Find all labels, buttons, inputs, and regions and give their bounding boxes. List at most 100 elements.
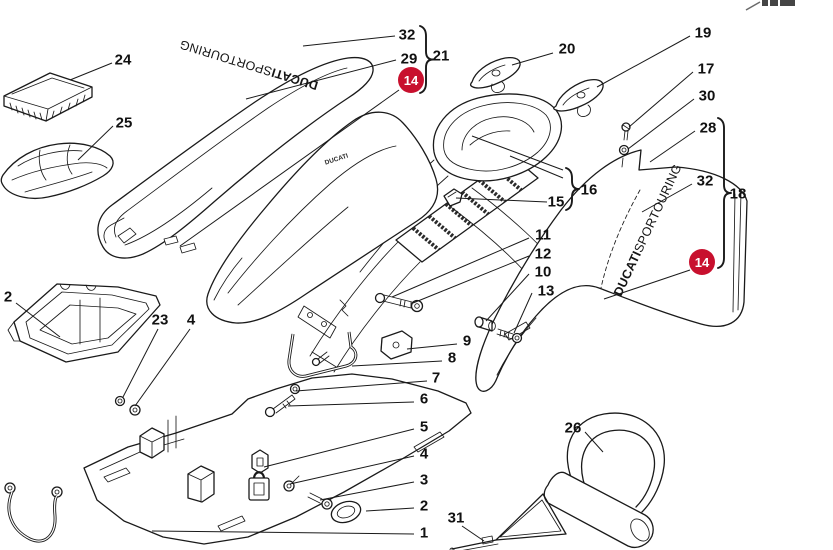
latch-bracket-9-drawing — [380, 330, 413, 360]
badge-number: 14 — [695, 255, 710, 270]
grab-handle-right-drawing — [553, 79, 604, 117]
leader-line — [263, 428, 415, 468]
washer-12-drawing — [410, 299, 424, 313]
callout-label: 24 — [115, 52, 132, 69]
page-corner-artifact — [745, 0, 795, 11]
callout-label: 25 — [116, 115, 133, 132]
leader-line — [351, 360, 443, 367]
washer-4-left-drawing — [129, 404, 141, 416]
part-highlight-badge[interactable]: 14 — [689, 249, 715, 275]
tool-cloth-drawing — [0, 142, 114, 200]
leader-line — [77, 125, 114, 161]
leader-line — [596, 35, 691, 88]
highlight-badges: 14 14 — [398, 67, 715, 275]
leader-line — [287, 401, 415, 407]
padlock-drawing — [248, 471, 270, 501]
callout-label: 29 — [401, 51, 418, 68]
undertray-drawing — [83, 373, 472, 545]
seat-loop-8-drawing — [287, 331, 358, 378]
washer-30-drawing — [618, 144, 630, 168]
leader-line — [302, 35, 396, 47]
leader-line — [15, 302, 61, 338]
leader-line — [391, 237, 530, 298]
leader-line — [179, 89, 400, 247]
leader-line — [406, 343, 458, 350]
callout-label: 11 — [535, 227, 551, 244]
screw-13-drawing — [496, 328, 523, 344]
leader-line — [412, 255, 530, 304]
leader-line — [649, 130, 696, 163]
callout-label: 20 — [559, 41, 576, 58]
storage-tray-drawing — [7, 283, 161, 363]
leader-lines — [15, 35, 696, 542]
callout-label: 16 — [581, 182, 598, 199]
hardware-drawing — [114, 122, 631, 524]
leader-line — [511, 52, 554, 66]
callout-label: 21 — [433, 48, 450, 65]
callout-label: 6 — [420, 391, 428, 408]
latch-keeper-drawing — [251, 449, 269, 474]
callout-label: 1 — [420, 525, 428, 542]
bolt-11-drawing — [374, 292, 413, 309]
group-brace — [419, 25, 434, 94]
badge-circle[interactable] — [398, 67, 424, 93]
callout-label: 23 — [152, 312, 169, 329]
leader-line — [245, 59, 397, 100]
leader-line — [627, 98, 695, 150]
grommet-2-drawing — [330, 500, 362, 524]
leader-line — [69, 62, 113, 81]
cable-drawing — [4, 482, 63, 543]
leader-line — [365, 507, 415, 512]
leader-line — [513, 292, 533, 334]
callout-label: 4 — [187, 312, 196, 329]
cover-logo-decal: DUCATISPORTOURING — [178, 37, 320, 92]
callout-label: 30 — [699, 88, 716, 105]
group-braces — [419, 25, 732, 269]
callout-label: 7 — [432, 370, 440, 387]
leader-line — [584, 431, 604, 453]
group-brace — [565, 167, 580, 211]
leader-line — [455, 197, 548, 203]
group-brace — [717, 117, 732, 269]
callout-label: 26 — [565, 420, 582, 437]
callout-label: 31 — [448, 510, 465, 527]
leader-line — [151, 530, 415, 535]
leader-line — [134, 328, 191, 407]
callout-label: 2 — [4, 289, 12, 306]
callout-label: 9 — [463, 333, 471, 350]
leader-line — [485, 273, 530, 322]
fastener-pin — [163, 235, 197, 254]
leader-line — [641, 183, 693, 213]
seat-drawing: DUCATI — [206, 111, 439, 339]
manual-book-drawing — [3, 72, 93, 122]
rear-cowl-drawing — [432, 93, 563, 182]
part-highlight-badge[interactable]: 14 — [398, 67, 424, 93]
leader-line — [628, 71, 694, 128]
leader-line — [295, 380, 428, 392]
callout-label: 32 — [399, 27, 416, 44]
callout-label: 3 — [420, 472, 428, 489]
grab-handle-left-drawing — [469, 57, 521, 93]
washer-4-right-drawing — [283, 475, 300, 492]
leader-line — [461, 525, 485, 542]
bushing-10-drawing — [474, 316, 496, 332]
bolt-6-drawing — [264, 394, 296, 418]
callout-label: 28 — [700, 120, 717, 137]
leader-line — [509, 155, 564, 179]
badge-number: 14 — [404, 73, 419, 88]
callout-label: 19 — [695, 25, 712, 42]
callout-label: 2 — [420, 498, 428, 515]
nut-7-drawing — [289, 383, 301, 395]
leader-line — [122, 328, 159, 398]
screw-17-drawing — [621, 122, 631, 141]
leader-line — [319, 481, 415, 501]
badge-circle[interactable] — [689, 249, 715, 275]
callout-label: 13 — [538, 283, 555, 300]
helmet-wire-drawing — [449, 493, 567, 550]
callout-label: 8 — [448, 350, 456, 367]
callout-label: 32 — [697, 173, 714, 190]
callout-label: 15 — [548, 194, 565, 211]
callout-label: 4 — [420, 446, 429, 463]
